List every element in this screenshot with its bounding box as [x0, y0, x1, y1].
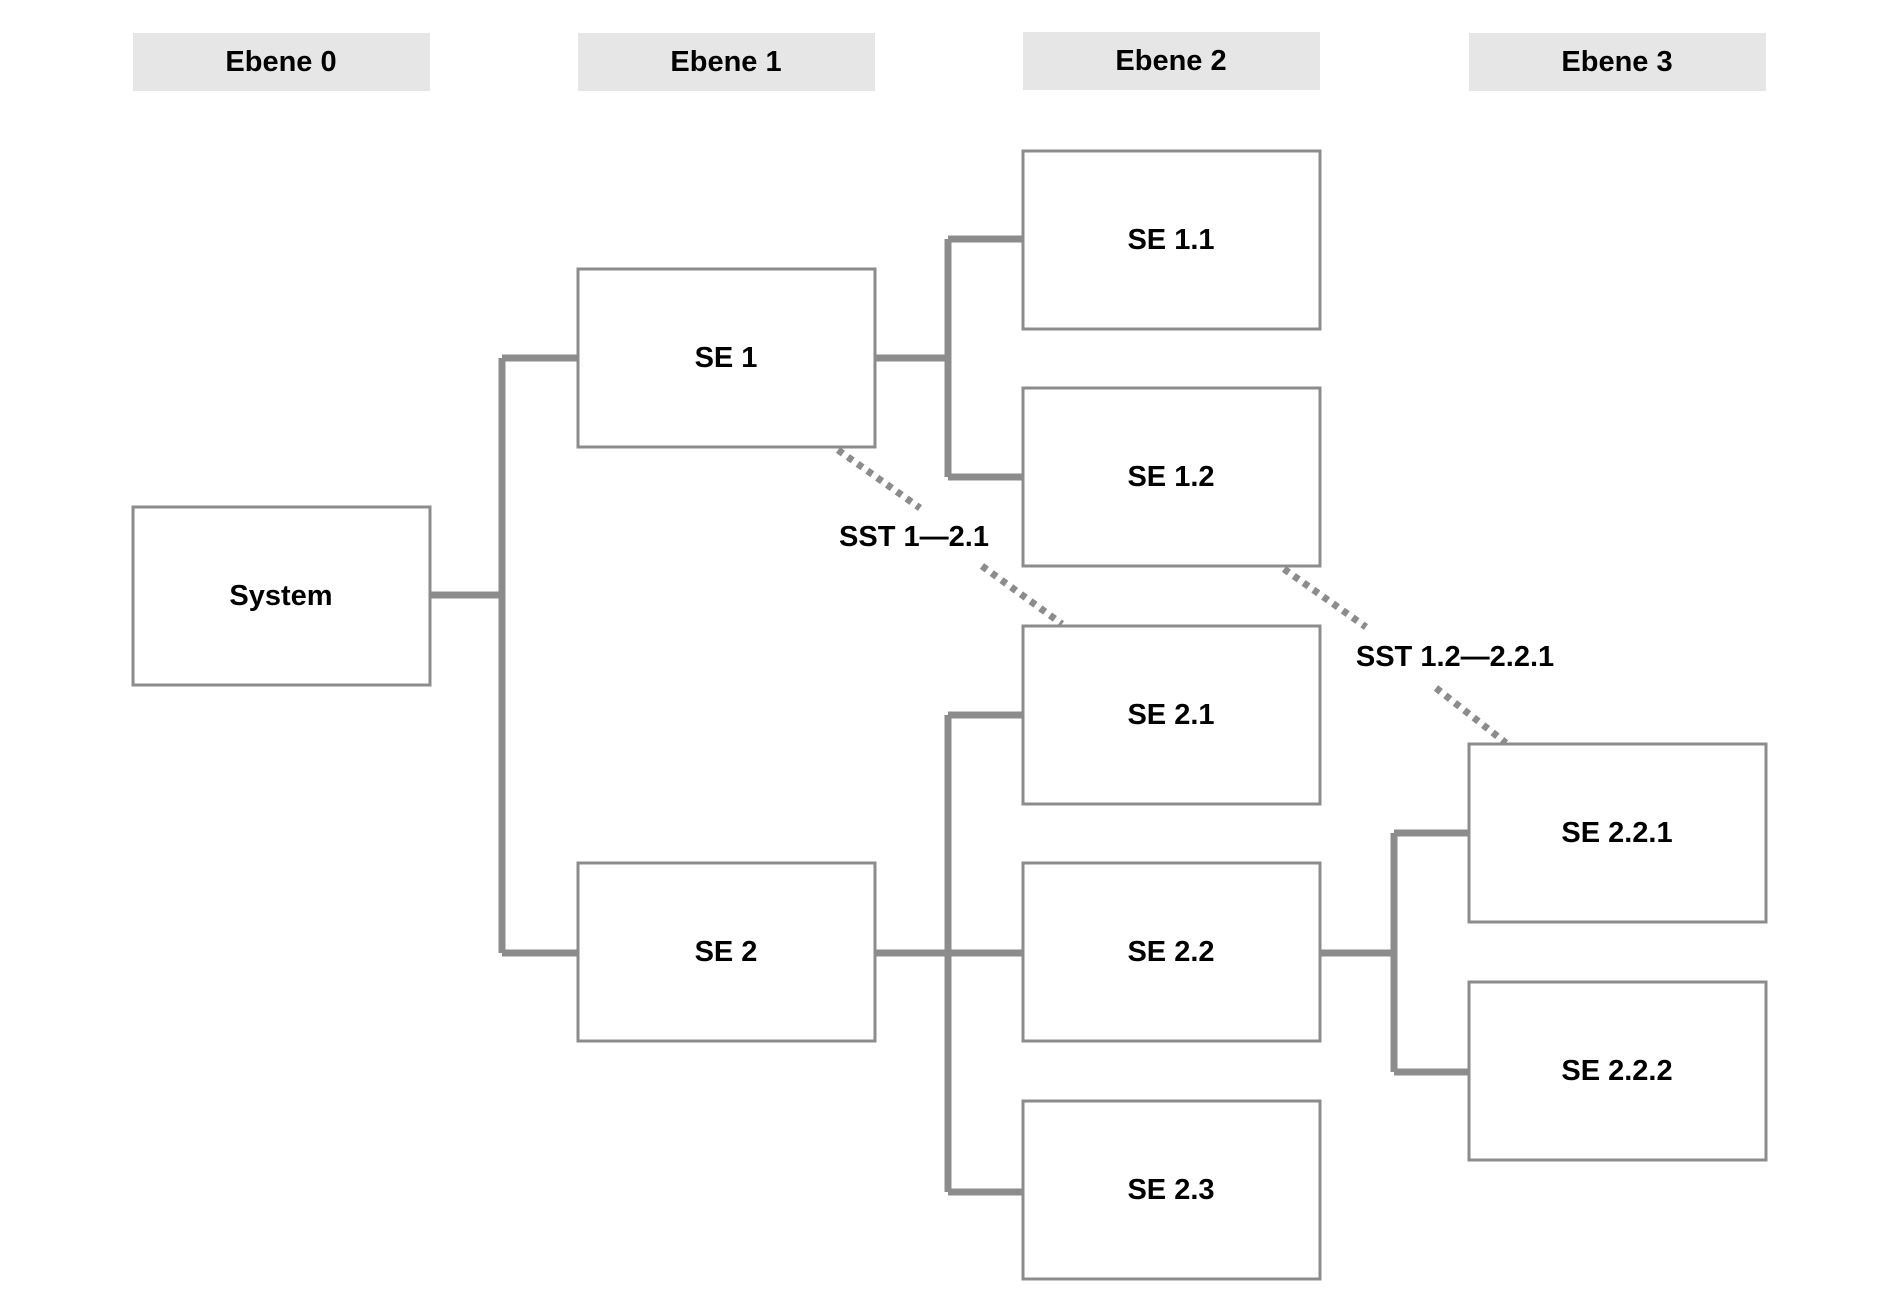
level-header-0: Ebene 0 [133, 33, 430, 91]
node-se-2-1: SE 2.1 [1021, 624, 1322, 806]
node-label: SE 2.2.2 [1561, 1055, 1672, 1087]
node-label: SE 1 [695, 342, 758, 374]
level-header-label: Ebene 3 [1561, 46, 1672, 78]
node-label: SE 2.3 [1127, 1174, 1214, 1206]
connector-se1-to-children [875, 235, 1023, 481]
node-label: SE 2 [695, 936, 758, 968]
interface-label-sst-1-2-1: SST 1—2.1 [839, 521, 989, 553]
node-label: SE 2.2.1 [1561, 817, 1672, 849]
level-header-2: Ebene 2 [1023, 32, 1320, 90]
node-label: System [229, 580, 332, 612]
level-header-label: Ebene 2 [1115, 45, 1226, 77]
node-se-2-3: SE 2.3 [1021, 1099, 1322, 1281]
node-label: SE 2.1 [1127, 699, 1214, 731]
node-se-2-2-1: SE 2.2.1 [1467, 742, 1768, 924]
level-header-3: Ebene 3 [1469, 33, 1766, 91]
interface-line-se12-se221 [1281, 566, 1509, 746]
node-se-2: SE 2 [576, 861, 877, 1043]
node-se-2-2-2: SE 2.2.2 [1467, 980, 1768, 1162]
level-header-label: Ebene 1 [670, 46, 781, 78]
node-system: System [131, 505, 432, 687]
level-header-label: Ebene 0 [225, 46, 336, 78]
node-label: SE 1.1 [1127, 224, 1214, 256]
level-header-1: Ebene 1 [578, 33, 875, 91]
node-label: SE 1.2 [1127, 461, 1214, 493]
node-se-1: SE 1 [576, 267, 877, 449]
connector-se22-to-children [1320, 829, 1469, 1076]
node-label: SE 2.2 [1127, 936, 1214, 968]
node-se-2-2: SE 2.2 [1021, 861, 1322, 1043]
interface-label-sst-1-2-2-2-1: SST 1.2—2.2.1 [1356, 641, 1554, 673]
node-se-1-1: SE 1.1 [1021, 149, 1322, 331]
interface-line-se1-se21 [835, 447, 1065, 627]
connector-se2-to-children [875, 711, 1023, 1196]
connector-system-to-se1-se2 [430, 354, 578, 957]
node-se-1-2: SE 1.2 [1021, 386, 1322, 568]
